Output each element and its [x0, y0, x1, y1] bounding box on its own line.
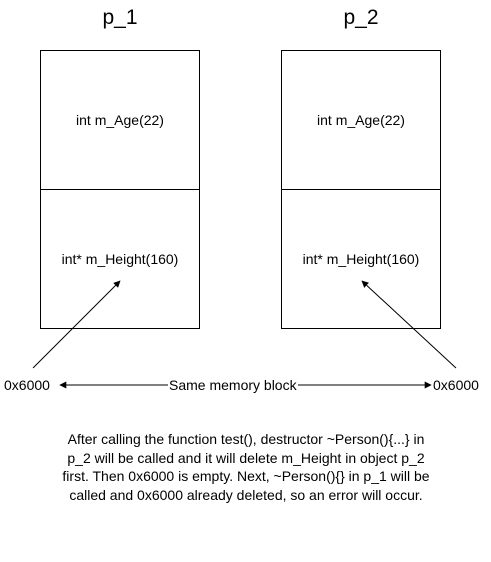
connector-label: Same memory block: [168, 376, 298, 394]
address-label-right: 0x6000: [433, 376, 479, 394]
pointer-arrow-p2: [361, 280, 457, 369]
object-box-p2: int m_Age(22) int* m_Height(160): [281, 50, 441, 329]
object-title-p1: p_1: [102, 6, 138, 29]
field-m-height-p1: int* m_Height(160): [61, 251, 179, 267]
explanation-note: After calling the function test(), destr…: [62, 431, 430, 503]
field-m-age-p1: int m_Age(22): [41, 51, 199, 190]
field-m-height-p2: int* m_Height(160): [302, 251, 420, 267]
pointer-arrow-p1: [32, 280, 121, 369]
address-label-left: 0x6000: [4, 376, 50, 394]
object-title-p2: p_2: [343, 6, 379, 29]
object-box-p1: int m_Age(22) int* m_Height(160): [40, 50, 200, 329]
field-m-age-p2: int m_Age(22): [282, 51, 440, 190]
